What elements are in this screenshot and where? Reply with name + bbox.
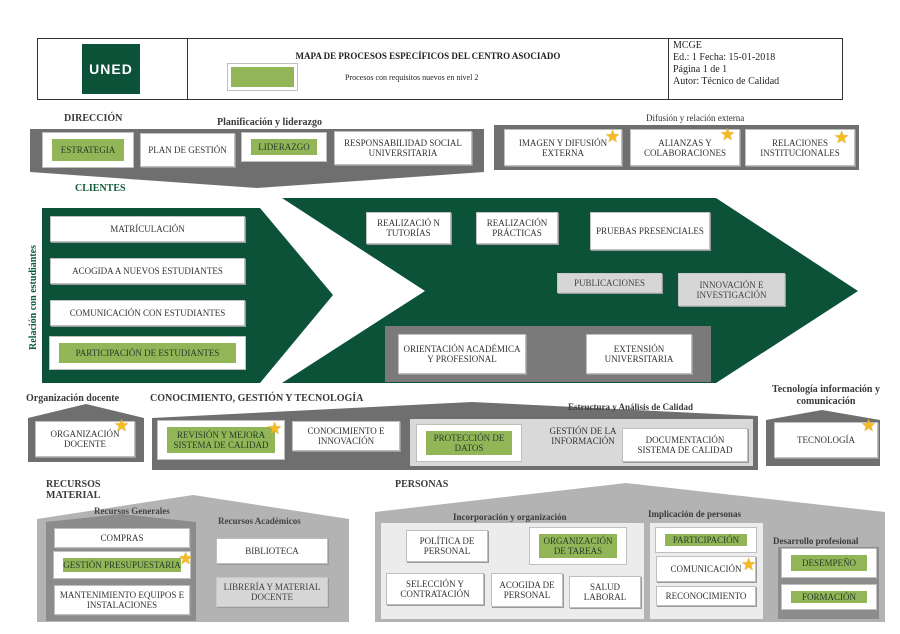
gestion-informacion-label: GESTIÓN DE LA INFORMACIÓN (549, 426, 617, 446)
box-organizacion-tareas[interactable]: ORGANIZACIÓN DE TAREAS (529, 527, 627, 565)
tecnologia-label: Tecnología información y comunicación (772, 384, 880, 407)
box-alianzas[interactable]: ALIANZAS Y COLABORACIONES (630, 129, 740, 166)
box-participacion[interactable]: PARTICIPACIÓN (655, 527, 757, 553)
relacion-estudiantes-label: Relación con estudiantes (28, 245, 39, 350)
box-gestion-presupuestaria[interactable]: GESTIÓN PRESUPUESTARIA (53, 551, 191, 579)
meta-edition: Ed.: 1 Fecha: 15-01-2018 (673, 52, 776, 63)
clientes-label: CLIENTES (75, 183, 126, 194)
meta-author: Autor: Técnico de Calidad (673, 76, 780, 87)
box-conocimiento-innovacion[interactable]: CONOCIMIENTO E INNOVACIÓN (292, 421, 400, 451)
box-innovacion-investigacion[interactable]: INNOVACIÓN E INVESTIGACIÓN (678, 273, 785, 306)
box-compras[interactable]: COMPRAS (54, 528, 190, 548)
box-formacion[interactable]: FORMACIÓN (781, 584, 877, 610)
box-estrategia[interactable]: ESTRATEGIA (42, 132, 134, 168)
box-reconocimiento[interactable]: RECONOCIMIENTO (656, 586, 756, 606)
estructura-label: Estructura y Análisis de Calidad (568, 402, 694, 412)
star-icon: ★ (861, 416, 877, 436)
box-matriculacion[interactable]: MATRÍCULACIÓN (50, 216, 245, 242)
box-comunicacion-estudiantes[interactable]: COMUNICACIÓN CON ESTUDIANTES (50, 300, 245, 326)
legend-text: Procesos con requisitos nuevos en nivel … (345, 73, 479, 82)
desarrollo-label: Desarrollo profesional (773, 536, 859, 546)
box-acogida-personal[interactable]: ACOGIDA DE PERSONAL (491, 573, 563, 607)
header-meta-cell (668, 38, 843, 100)
box-proteccion-datos[interactable]: PROTECCIÓN DE DATOS (416, 424, 522, 462)
recursos-academicos-label: Recursos Académicos (218, 516, 301, 526)
box-seleccion-contratacion[interactable]: SELECCIÓN Y CONTRATACIÓN (386, 573, 484, 605)
header-title: MAPA DE PROCESOS ESPECÍFICOS DEL CENTRO … (295, 51, 561, 61)
box-comunicacion[interactable]: COMUNICACIÓN (656, 556, 756, 582)
conocimiento-label: CONOCIMIENTO, GESTIÓN Y TECNOLOGÍA (150, 393, 364, 404)
box-revision-mejora[interactable]: REVISIÓN Y MEJORA SISTEMA DE CALIDAD (157, 420, 285, 460)
legend-swatch (227, 63, 298, 91)
box-publicaciones[interactable]: PUBLICACIONES (557, 273, 662, 293)
meta-page: Página 1 de 1 (673, 64, 728, 75)
box-plan-gestion[interactable]: PLAN DE GESTIÓN (140, 133, 235, 167)
box-responsabilidad-social[interactable]: RESPONSABILIDAD SOCIAL UNIVERSITARIA (334, 131, 472, 165)
difusion-label: Difusión y relación externa (646, 113, 745, 123)
box-extension-universitaria[interactable]: EXTENSIÓN UNIVERSITARIA (586, 334, 692, 374)
star-icon: ★ (114, 416, 130, 436)
meta-code: MCGE (673, 40, 702, 51)
star-icon: ★ (720, 125, 736, 145)
box-desempeno[interactable]: DESEMPEÑO (781, 548, 877, 578)
box-liderazgo[interactable]: LIDERAZGO (241, 132, 327, 162)
box-participacion-estudiantes[interactable]: PARTICIPACIÓN DE ESTUDIANTES (49, 336, 246, 370)
box-realizacion-practicas[interactable]: REALIZACIÓN PRÁCTICAS (476, 212, 558, 244)
direccion-label: DIRECCIÓN (64, 113, 123, 124)
star-icon: ★ (741, 555, 757, 575)
box-politica-personal[interactable]: POLÍTICA DE PERSONAL (406, 530, 488, 562)
box-biblioteca[interactable]: BIBLIOTECA (216, 538, 328, 564)
uned-logo: UNED (82, 44, 140, 94)
box-orientacion-academica[interactable]: ORIENTACIÓN ACADÉMICA Y PROFESIONAL (398, 334, 526, 374)
uned-logo-text: UNED (89, 61, 133, 77)
box-libreria-material[interactable]: LIBRERÍA Y MATERIAL DOCENTE (216, 577, 328, 607)
box-pruebas-presenciales[interactable]: PRUEBAS PRESENCIALES (590, 212, 710, 250)
star-icon: ★ (267, 419, 283, 439)
star-icon: ★ (178, 549, 194, 569)
star-icon: ★ (834, 128, 850, 148)
incorporacion-label: Incorporación y organización (453, 512, 567, 522)
recursos-generales-label: Recursos Generales (94, 506, 170, 516)
personas-label: PERSONAS (395, 479, 449, 490)
box-tecnologia[interactable]: TECNOLOGÍA (774, 422, 878, 458)
box-relaciones-institucionales[interactable]: RELACIONES INSTITUCIONALES (745, 129, 855, 166)
box-mantenimiento[interactable]: MANTENIMIENTO EQUIPOS E INSTALACIONES (54, 585, 190, 615)
box-imagen-difusion[interactable]: IMAGEN Y DIFUSIÓN EXTERNA (504, 129, 622, 166)
box-acogida-estudiantes[interactable]: ACOGIDA A NUEVOS ESTUDIANTES (50, 258, 245, 284)
star-icon: ★ (605, 127, 621, 147)
box-organizacion-docente[interactable]: ORGANIZACIÓN DOCENTE (35, 421, 135, 457)
box-realizacion-tutorias[interactable]: REALIZACIÓ N TUTORÍAS (366, 212, 451, 244)
organizacion-label: Organización docente (26, 393, 120, 404)
recursos-label: RECURSOS MATERIAL (46, 479, 101, 501)
box-salud-laboral[interactable]: SALUD LABORAL (569, 576, 641, 608)
planificacion-label: Planificación y liderazgo (217, 117, 322, 128)
implicacion-label: Implicación de personas (648, 509, 742, 519)
ensenanza-aprendizaje-label: Enseñanza aprendizaje (348, 267, 369, 313)
box-documentacion-sistema[interactable]: DOCUMENTACIÓN SISTEMA DE CALIDAD (622, 428, 748, 462)
